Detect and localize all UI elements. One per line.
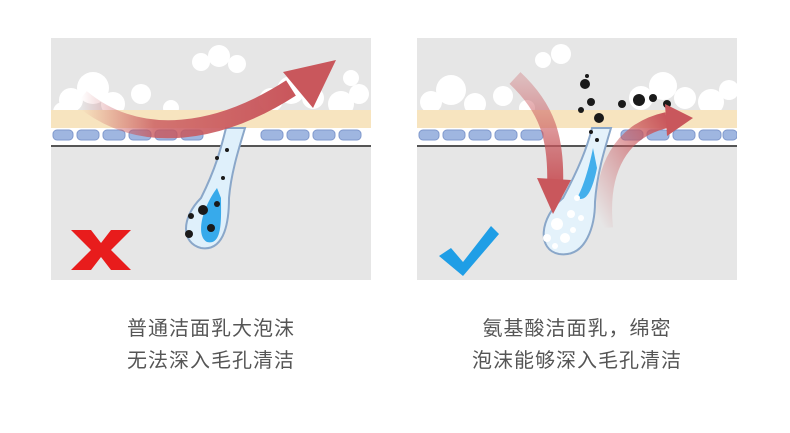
inflow-arrow (509, 72, 564, 189)
pore-water (577, 148, 597, 199)
caption-line: 泡沫能够深入毛孔清洁 (472, 348, 682, 372)
outflow-arrow-head (665, 104, 693, 136)
caption-line: 氨基酸洁面乳，绵密 (482, 316, 672, 340)
cross-icon (71, 230, 131, 270)
check-icon (439, 226, 499, 276)
right-illustration-svg (417, 38, 737, 280)
bubble-arrow-head (283, 60, 336, 108)
amino-acid-cleanser-illustration (417, 38, 737, 280)
bubble-arrow (75, 80, 296, 139)
regular-cleanser-illustration (51, 38, 371, 280)
left-illustration-svg (51, 38, 371, 280)
pore (185, 127, 247, 250)
foam-bubbles (420, 44, 737, 116)
pore-dirt (185, 148, 229, 238)
fine-foam-in-pore (543, 195, 584, 249)
caption-line: 无法深入毛孔清洁 (127, 348, 295, 372)
inflow-arrow-head (537, 178, 571, 214)
amino-acid-cleanser-caption: 氨基酸洁面乳，绵密 泡沫能够深入毛孔清洁 (397, 312, 757, 376)
outflow-arrow (596, 112, 670, 229)
caption-line: 普通洁面乳大泡沫 (127, 316, 295, 340)
regular-cleanser-caption: 普通洁面乳大泡沫 无法深入毛孔清洁 (31, 312, 391, 376)
